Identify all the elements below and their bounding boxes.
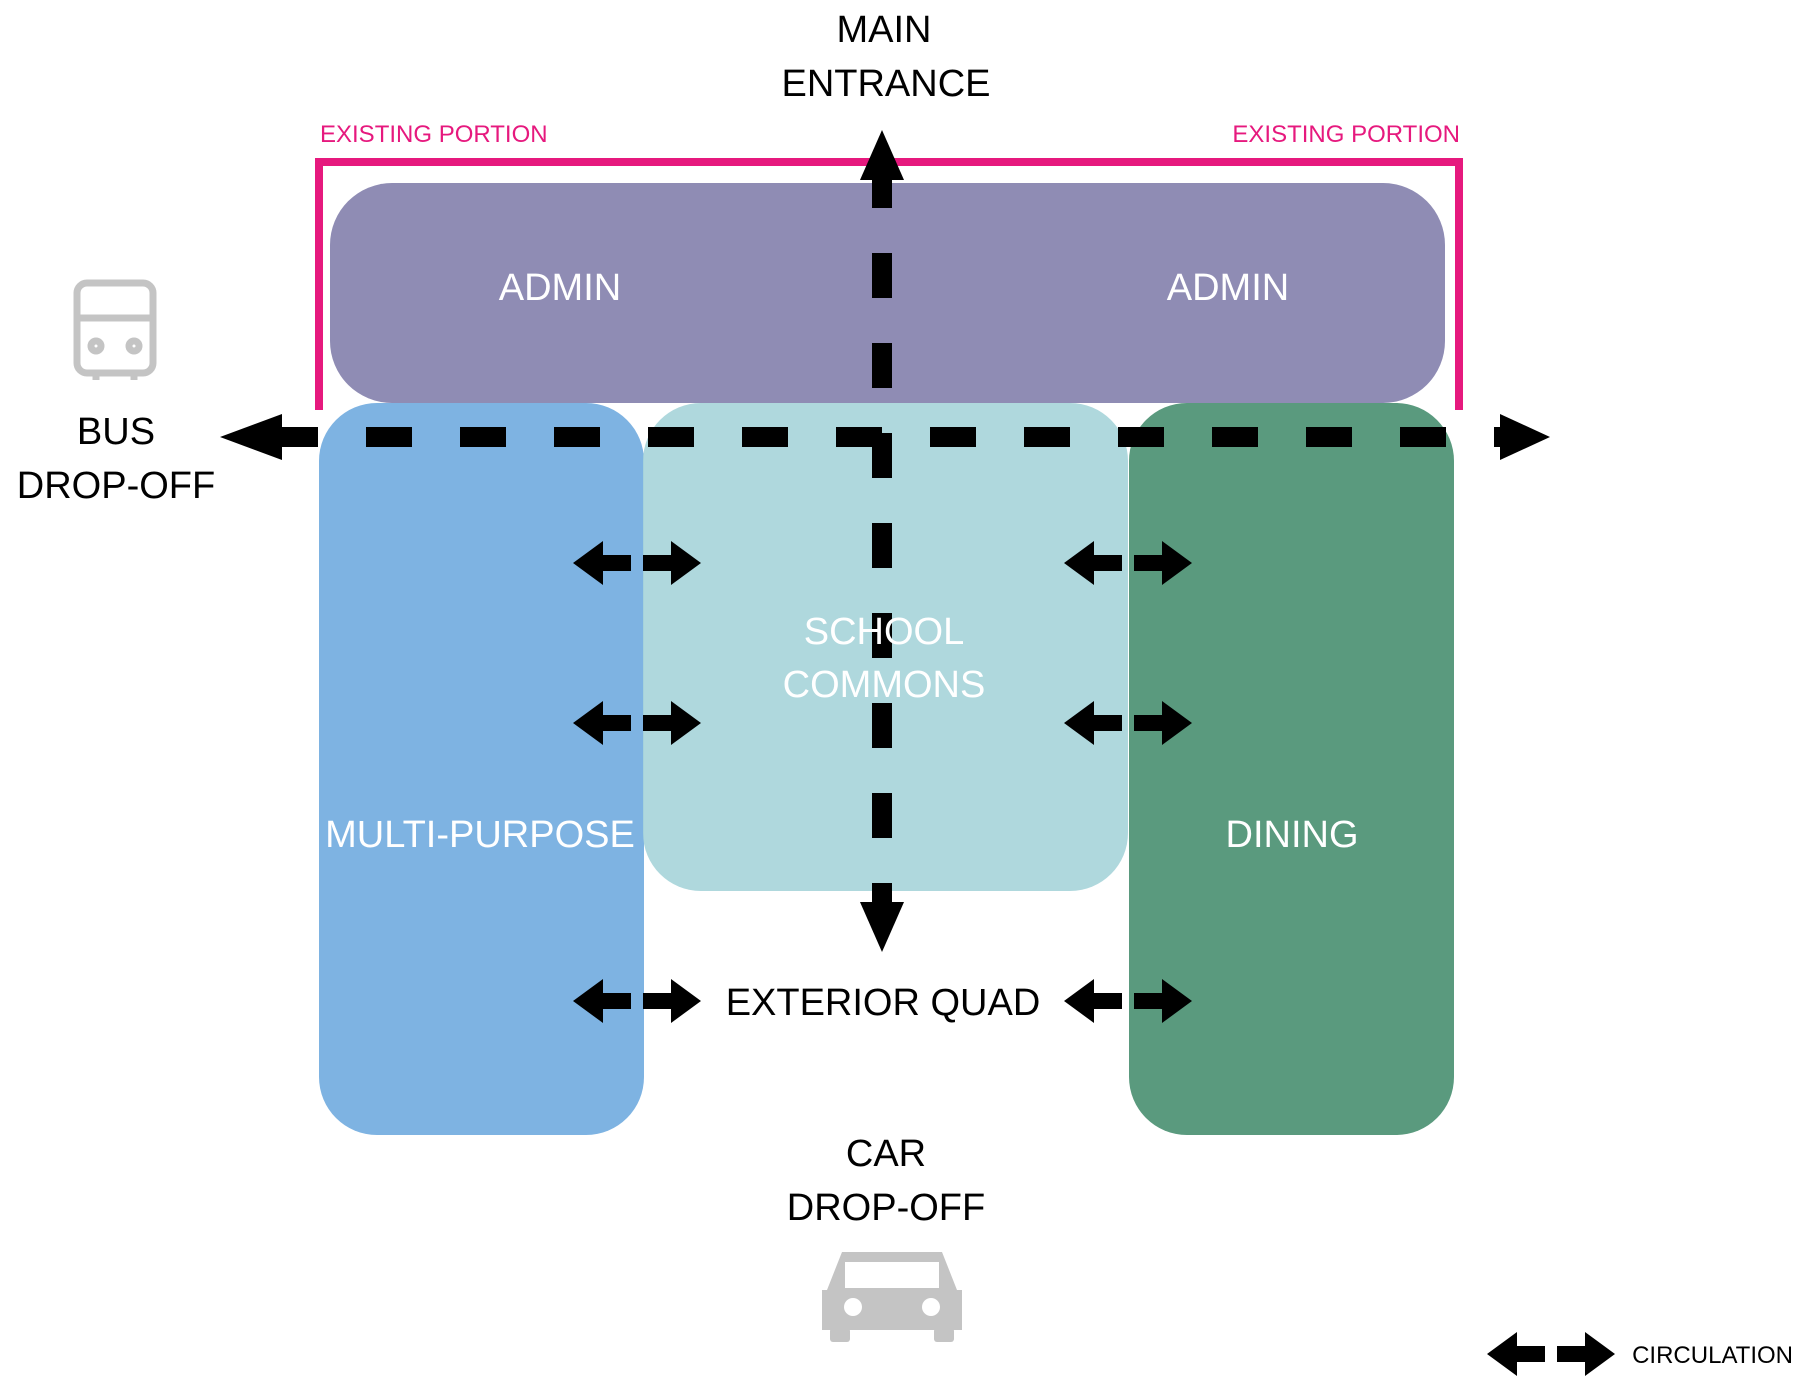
dining-block bbox=[1129, 403, 1454, 1135]
circulation-arrow-right-3 bbox=[1064, 979, 1192, 1023]
arrow-left-icon bbox=[220, 414, 282, 460]
bus-icon bbox=[73, 279, 157, 380]
circulation-arrow-left-1 bbox=[573, 541, 701, 585]
circulation-arrow-left-3 bbox=[573, 979, 701, 1023]
car-dropoff-label-line2: DROP-OFF bbox=[787, 1187, 985, 1229]
circulation-arrow-right-2 bbox=[1064, 701, 1192, 745]
car-icon bbox=[822, 1252, 962, 1342]
multi-purpose-block bbox=[319, 403, 644, 1135]
car-dropoff-label-line1: CAR bbox=[846, 1133, 926, 1175]
bus-dropoff-label-line2: DROP-OFF bbox=[17, 465, 215, 507]
bus-dropoff-label-line1: BUS bbox=[77, 411, 155, 453]
main-entrance-label-line1: MAIN bbox=[837, 9, 932, 51]
legend-circulation-label: CIRCULATION bbox=[1632, 1342, 1793, 1369]
existing-portion-label-left: EXISTING PORTION bbox=[320, 121, 548, 148]
school-commons-label-line2: COMMONS bbox=[783, 664, 986, 706]
circulation-arrow-right-1 bbox=[1064, 541, 1192, 585]
circulation-arrow-left-2 bbox=[573, 701, 701, 745]
admin-label-left: ADMIN bbox=[499, 267, 621, 309]
school-commons-label-line1: SCHOOL bbox=[804, 611, 964, 653]
exterior-quad-label: EXTERIOR QUAD bbox=[726, 982, 1041, 1024]
admin-label-right: ADMIN bbox=[1167, 267, 1289, 309]
arrow-down-icon bbox=[860, 902, 904, 952]
arrow-right-icon bbox=[1500, 414, 1550, 460]
dining-label: DINING bbox=[1226, 814, 1359, 856]
legend-double-arrow-icon bbox=[1487, 1332, 1615, 1376]
existing-portion-label-right: EXISTING PORTION bbox=[1232, 121, 1460, 148]
multi-purpose-label: MULTI-PURPOSE bbox=[325, 814, 635, 856]
arrow-up-icon bbox=[860, 130, 904, 180]
main-entrance-label-line2: ENTRANCE bbox=[781, 63, 990, 105]
